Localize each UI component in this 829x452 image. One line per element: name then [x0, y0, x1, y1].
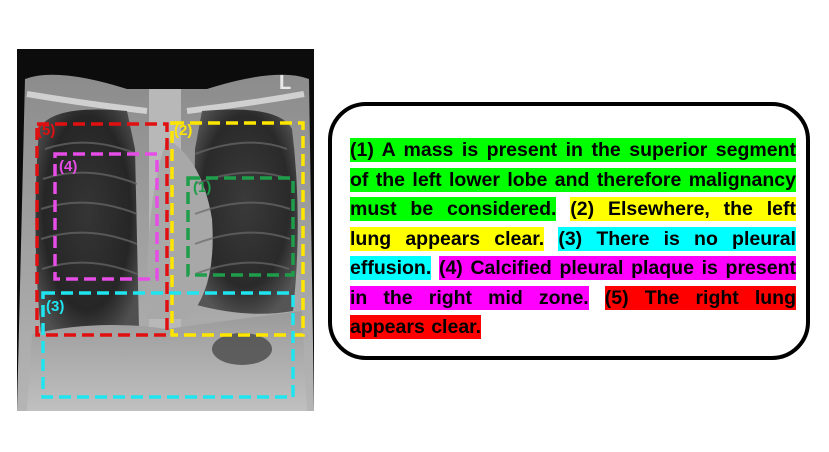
- xray-drawing: L: [17, 49, 314, 411]
- region-box-3: [41, 291, 295, 399]
- report-panel: (1) A mass is present in the superior se…: [328, 102, 810, 360]
- region-box-5: [35, 122, 169, 337]
- region-label-4: (4): [59, 158, 78, 175]
- chest-xray-image: L (5) (2) (4) (1) (3): [17, 49, 314, 411]
- region-label-1: (1): [193, 179, 212, 196]
- region-box-2: [170, 121, 305, 337]
- region-label-2: (2): [174, 122, 193, 139]
- region-box-4: [53, 152, 159, 281]
- report-text: (1) A mass is present in the superior se…: [350, 136, 796, 343]
- region-box-1: [186, 176, 295, 277]
- region-label-3: (3): [46, 298, 65, 315]
- region-label-5: (5): [37, 122, 56, 139]
- xray-side-marker: L: [279, 72, 291, 94]
